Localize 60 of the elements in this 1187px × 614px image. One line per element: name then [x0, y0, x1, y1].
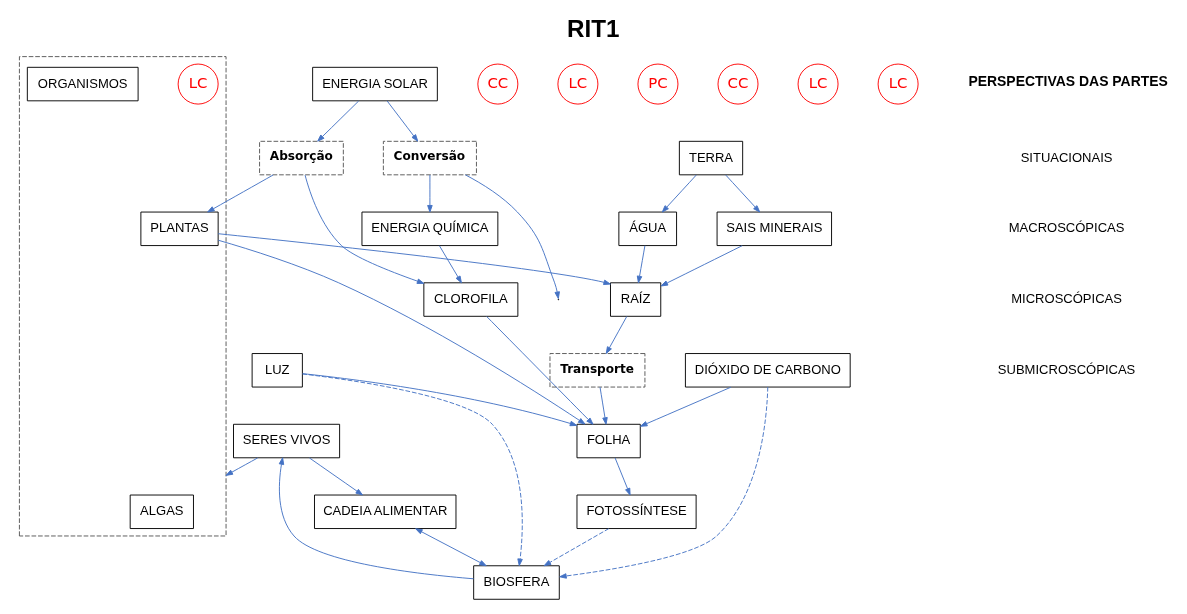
node-box: DIÓXIDO DE CARBONO — [684, 353, 851, 388]
arrow — [386, 100, 419, 142]
node-box: RAÍZ — [610, 282, 662, 317]
node-circle: CC — [717, 63, 759, 105]
arrow — [464, 174, 560, 299]
arrow — [636, 245, 646, 284]
node-box: ORGANISMOS — [26, 66, 139, 102]
arrow — [225, 457, 259, 476]
label: MICROSCÓPICAS — [1011, 291, 1122, 306]
node-box: CLOROFILA — [423, 282, 519, 317]
arrow — [438, 245, 462, 284]
arrow — [308, 457, 363, 496]
node-box: ÁGUA — [618, 211, 678, 247]
arrow — [661, 174, 697, 213]
arrow — [543, 528, 610, 567]
node-box: ALGAS — [129, 494, 194, 529]
arrow — [486, 316, 594, 425]
node-box: ENERGIA QUÍMICA — [361, 211, 499, 247]
arrow — [304, 174, 425, 284]
arrow — [605, 316, 628, 354]
cluster — [18, 56, 227, 537]
node-box: CADEIA ALIMENTAR — [314, 494, 457, 529]
arrow — [278, 457, 475, 580]
arrow — [640, 386, 732, 427]
node-circle: LC — [877, 63, 919, 105]
arrow — [614, 457, 631, 496]
arrow — [725, 174, 761, 213]
node-box: Transporte — [549, 353, 646, 388]
node-box: LUZ — [251, 353, 303, 388]
label: SUBMICROSCÓPICAS — [997, 361, 1136, 377]
node-circle: CC — [477, 63, 519, 105]
arrow — [302, 373, 523, 567]
node-circle: PC — [637, 63, 679, 105]
arrow — [427, 174, 433, 213]
arrow — [559, 386, 769, 579]
node-circle: LC — [557, 63, 599, 105]
arrow — [207, 174, 274, 213]
arrow — [317, 100, 360, 142]
arrow — [415, 528, 487, 567]
arrow — [217, 239, 586, 425]
node-box: BIOSFERA — [473, 565, 560, 600]
node-box: ENERGIA SOLAR — [312, 66, 438, 102]
node-box: Absorção — [259, 140, 344, 176]
arrow — [599, 386, 608, 425]
node-box: PLANTAS — [140, 211, 219, 247]
arrow — [302, 373, 578, 427]
arrow — [217, 233, 611, 285]
node-box: FOTOSSÍNTESE — [576, 494, 697, 529]
node-box: FOLHA — [576, 423, 641, 459]
label: MACROSCÓPICAS — [1008, 220, 1125, 236]
node-box: Conversão — [382, 140, 477, 176]
node-box: TERRA — [678, 140, 744, 176]
label: SITUACIONAIS — [1020, 149, 1113, 165]
node-box: SAIS MINERAIS — [716, 211, 833, 247]
arrow — [660, 245, 743, 287]
node-circle: LC — [177, 63, 219, 105]
node-box: SERES VIVOS — [233, 423, 341, 459]
diagram-title: RIT1 — [566, 14, 620, 42]
label: PERSPECTIVAS DAS PARTES — [968, 73, 1168, 90]
node-circle: LC — [797, 63, 839, 105]
